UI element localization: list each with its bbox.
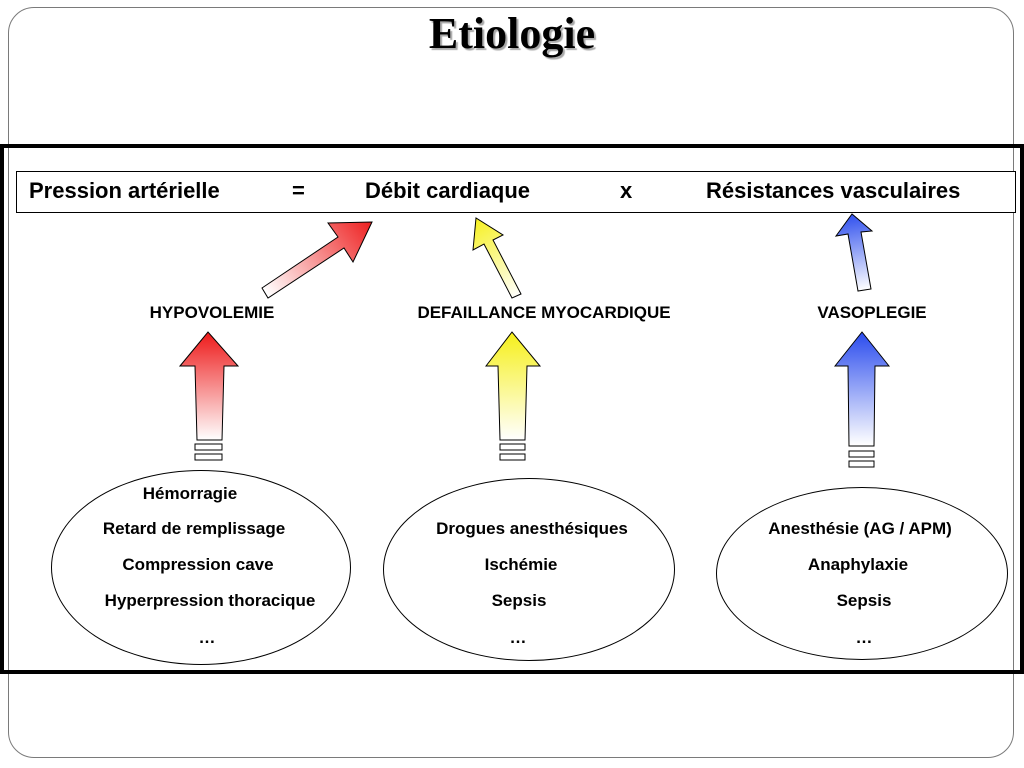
label-defaillance-myocardique: DEFAILLANCE MYOCARDIQUE [417, 303, 671, 322]
cause-sepsis-defaillance: Sepsis [491, 591, 547, 610]
cause-compression-cave: Compression cave [122, 555, 274, 574]
arrow-up-hypovolemie [178, 331, 240, 461]
arrow-hypovolemie-to-debit [261, 221, 373, 299]
cause-ellipsis-vasoplegie: … [855, 628, 873, 647]
cause-ellipsis-hypovolemie: … [198, 628, 216, 647]
cause-hemorragie: Hémorragie [142, 484, 238, 503]
equation-pression-arterielle: Pression artérielle [29, 178, 220, 203]
cause-hyperpression-thoracique: Hyperpression thoracique [104, 591, 316, 610]
ellipse-hypovolemie-causes [51, 470, 351, 665]
equation-resistances-vasculaires: Résistances vasculaires [706, 178, 961, 203]
arrow-vasoplegie-to-resistances [834, 213, 874, 292]
cause-anaphylaxie: Anaphylaxie [807, 555, 909, 574]
equation-times-sign: x [620, 178, 633, 203]
ellipse-defaillance-causes [383, 478, 675, 661]
label-vasoplegie: VASOPLEGIE [817, 303, 927, 322]
cause-drogues-anesthesiques: Drogues anesthésiques [436, 519, 628, 538]
slide-title: Etiologie [428, 9, 596, 58]
equation-box [16, 171, 1016, 213]
cause-anesthesie-ag-apm: Anesthésie (AG / APM) [768, 519, 952, 538]
cause-retard-remplissage: Retard de remplissage [102, 519, 286, 538]
cause-sepsis-vasoplegie: Sepsis [836, 591, 892, 610]
arrow-up-vasoplegie [833, 331, 891, 468]
arrow-defaillance-to-debit [472, 217, 522, 299]
label-hypovolemie: HYPOVOLEMIE [149, 303, 275, 322]
ellipse-vasoplegie-causes [716, 487, 1008, 660]
cause-ischemie: Ischémie [484, 555, 558, 574]
equation-equals-sign: = [292, 178, 305, 203]
equation-debit-cardiaque: Débit cardiaque [365, 178, 531, 203]
arrow-up-defaillance [484, 331, 542, 461]
slide-frame [8, 7, 1014, 758]
cause-ellipsis-defaillance: … [509, 628, 527, 647]
content-box [0, 144, 1024, 674]
